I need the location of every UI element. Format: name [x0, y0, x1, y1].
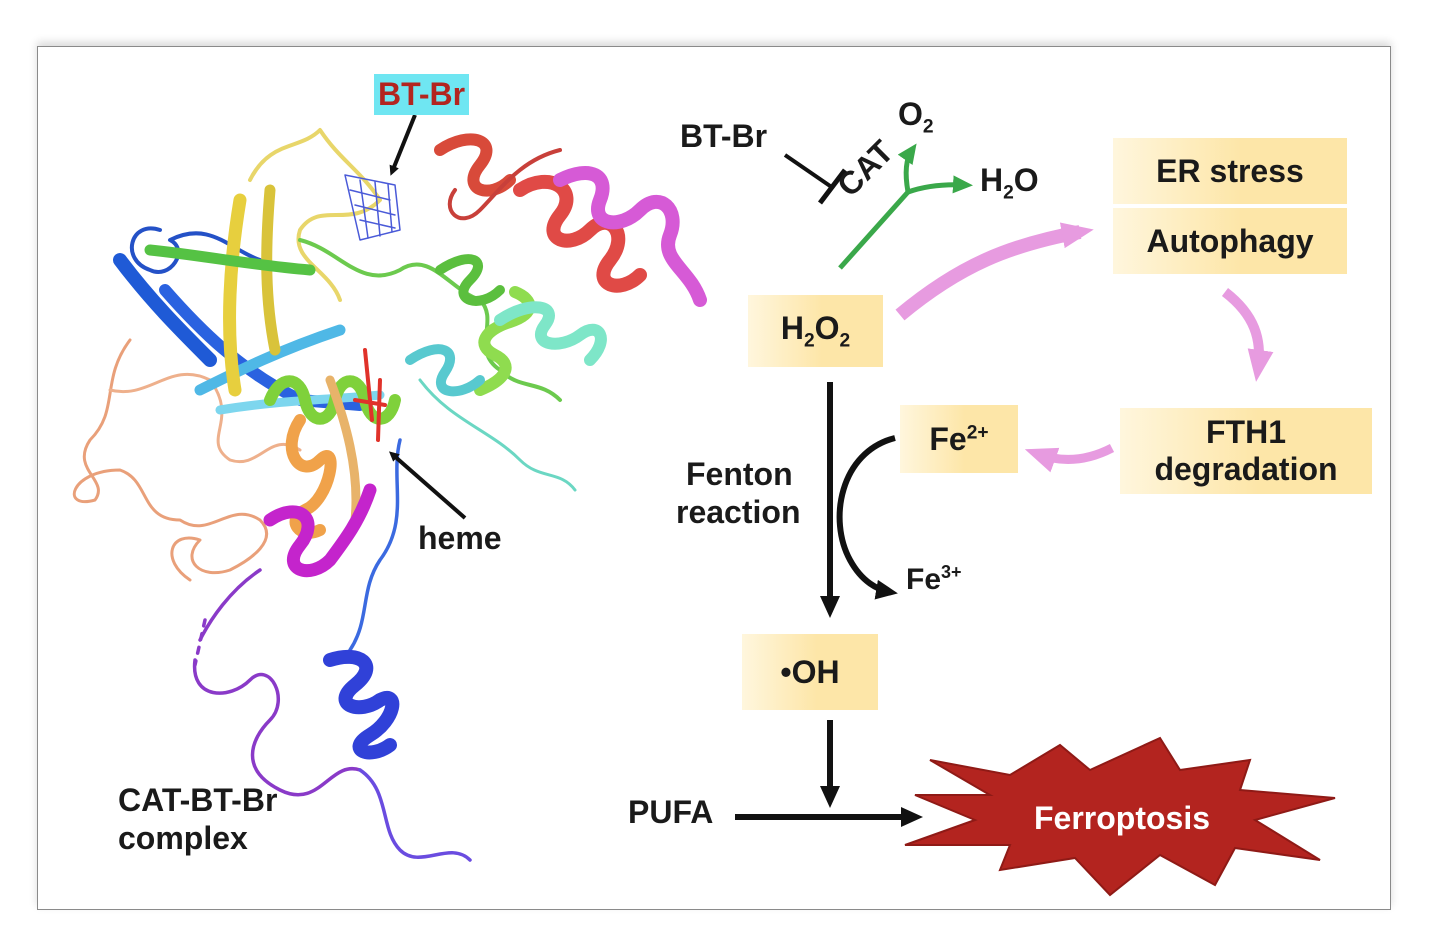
coil-purple [192, 568, 362, 797]
fth1-box: FTH1 degradation [1120, 408, 1372, 494]
ligand-arrow [389, 114, 417, 176]
protein-structure [72, 128, 707, 862]
coil-yellow [248, 128, 382, 302]
pink-arrow-fth1-to-fe2 [1024, 443, 1115, 473]
fth1-label-line1: FTH1 [1206, 414, 1286, 451]
inhibitor-label: BT-Br [680, 118, 768, 154]
helix-tan [325, 375, 361, 525]
fenton-label-line1: Fenton [686, 456, 793, 492]
coil-purple-dash [193, 618, 207, 667]
fth1-label-line2: degradation [1154, 451, 1338, 487]
coil-blue-tail [348, 438, 402, 652]
pufa-label: PUFA [628, 794, 714, 830]
helix-blue [323, 649, 400, 760]
complex-label-line2: complex [118, 820, 248, 856]
helix-magenta [553, 165, 707, 307]
pink-arrow-autophagy-to-fth1 [1221, 288, 1274, 382]
inhibition-bar [818, 168, 847, 205]
coil-red [447, 148, 562, 221]
autophagy-box: Autophagy [1113, 208, 1347, 274]
sheet-yellow-2 [261, 184, 281, 356]
autophagy-label: Autophagy [1146, 222, 1314, 259]
helix-orange [285, 414, 337, 539]
h2o2-label: H2O2 [780, 309, 851, 352]
coil-salmon-2 [108, 372, 302, 464]
cat-arrow-h2o [907, 175, 973, 195]
sheet-yellow [223, 193, 247, 397]
oh-radical-label: •OH [780, 653, 840, 690]
helix-green-3 [435, 254, 505, 306]
fe2-box: Fe2+ [900, 405, 1018, 473]
fe3-label: Fe3+ [906, 562, 962, 596]
sheet-cyan [194, 324, 346, 396]
sheet-green [144, 244, 316, 276]
ferroptosis-starburst [904, 736, 1336, 897]
helix-red-2 [513, 174, 647, 293]
coil-blue [130, 226, 262, 274]
coil-teal [418, 378, 577, 492]
h2o-label: H2O [980, 162, 1039, 204]
coil-salmon [72, 338, 268, 582]
catalase-reaction-arrows [838, 143, 973, 270]
o2-label: O2 [898, 96, 934, 138]
helix-teal [494, 301, 607, 366]
cat-stem [838, 190, 910, 270]
fenton-label-line2: reaction [676, 494, 801, 530]
helix-red [434, 133, 516, 197]
heme-sticks [353, 348, 387, 442]
ferroptosis-label: Ferroptosis [1034, 800, 1211, 836]
heme-label: heme [418, 520, 502, 556]
oh-radical-box: •OH [742, 634, 878, 710]
pink-arrow-h2o2-to-er [895, 222, 1094, 321]
er-stress-label: ER stress [1156, 152, 1304, 189]
helix-purple [263, 483, 377, 578]
sheet-blue [113, 253, 217, 367]
fe2-label: Fe2+ [929, 420, 989, 457]
h2o2-box: H2O2 [748, 295, 883, 367]
coil-violet [358, 768, 472, 862]
fenton-curve [836, 435, 898, 600]
er-stress-box: ER stress [1113, 138, 1347, 204]
inhibition-line [783, 153, 835, 190]
heme-arrow [388, 451, 467, 520]
ligand-label: BT-Br [374, 74, 470, 115]
complex-label-line1: CAT-BT-Br [118, 782, 278, 818]
cat-arrow-o2 [897, 143, 917, 193]
helix-aqua [405, 344, 485, 397]
ligand-mesh [344, 174, 401, 241]
